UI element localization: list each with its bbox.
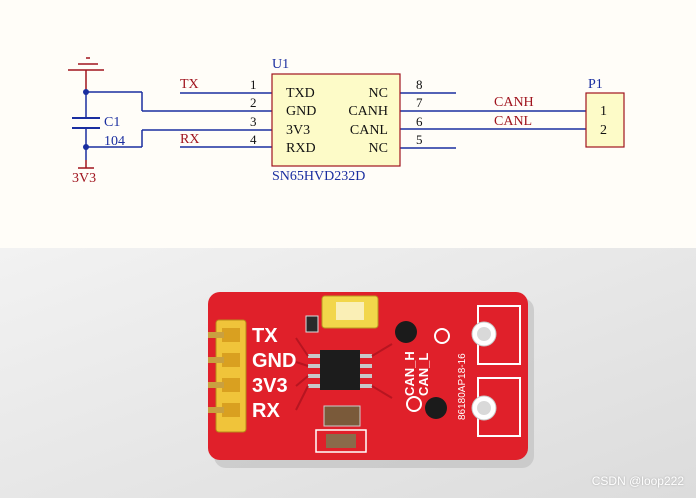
p1-pin1: 1 — [600, 104, 607, 119]
u1-pin7-name: CANH — [348, 104, 388, 119]
u1-pin5-name: NC — [369, 141, 388, 156]
p1-pin2: 2 — [600, 123, 607, 138]
u1-body — [271, 73, 401, 167]
u1-pin4-name: RXD — [286, 141, 316, 156]
p1-ref: P1 — [588, 77, 603, 92]
schematic-panel: 3V3 C1 104 TX RX U1 SN65HVD232D TXD GND … — [0, 0, 696, 248]
pcb-traces — [295, 337, 393, 411]
net-rx-label: RX — [180, 132, 199, 147]
ic-leads — [308, 354, 372, 388]
ground-symbol — [68, 57, 104, 90]
label-rx: RX — [252, 400, 280, 422]
resistor-r — [305, 315, 319, 333]
board-photo: TX GND 3V3 RX CAN_H CAN_L 86180AP18-16 C… — [0, 248, 696, 498]
schematic-svg: 3V3 C1 104 TX RX U1 SN65HVD232D TXD GND … — [68, 57, 625, 186]
test-point-h — [395, 321, 417, 343]
power-symbol — [78, 160, 94, 169]
label-tx: TX — [252, 325, 278, 347]
label-gnd: GND — [252, 350, 296, 372]
c1-value: 104 — [104, 134, 125, 149]
c1-wires — [85, 90, 586, 160]
power-3v3-label: 3V3 — [72, 171, 96, 186]
u1-pin5-num: 5 — [416, 132, 423, 147]
c1-plates — [72, 117, 100, 129]
u1-part: SN65HVD232D — [272, 169, 365, 184]
net-canl-label: CANL — [494, 114, 532, 129]
u1-pin1-name: TXD — [286, 86, 315, 101]
u1-pin3-name: 3V3 — [286, 123, 310, 138]
junction-dots — [83, 89, 89, 150]
u1-pin3-num: 3 — [250, 114, 257, 129]
label-3v3: 3V3 — [252, 375, 288, 397]
u1-pin6-num: 6 — [416, 114, 423, 129]
test-point-l — [425, 397, 447, 419]
u1-pin7-num: 7 — [416, 95, 423, 110]
u1-pin1-num: 1 — [250, 77, 257, 92]
u1-pin8-name: NC — [369, 86, 388, 101]
watermark: CSDN @loop222 — [591, 474, 684, 488]
label-can-h: CAN_H — [402, 351, 417, 396]
u1-pin8-num: 8 — [416, 77, 423, 92]
net-canh-label: CANH — [494, 95, 534, 110]
board-id: 86180AP18-16 — [457, 353, 468, 420]
pin-header — [208, 319, 247, 433]
capacitor-c1 — [323, 405, 361, 427]
u1-pin6-name: CANL — [350, 123, 388, 138]
board-svg: TX GND 3V3 RX CAN_H CAN_L 86180AP18-16 — [0, 248, 696, 498]
c1-ref: C1 — [104, 115, 120, 130]
label-can-l: CAN_L — [416, 353, 431, 396]
u1-pin2-name: GND — [286, 104, 316, 119]
ic-chip — [320, 350, 360, 390]
p1-body — [585, 92, 625, 148]
net-tx-label: TX — [180, 77, 199, 92]
u1-pin2-num: 2 — [250, 95, 257, 110]
u1-pin4-num: 4 — [250, 132, 257, 147]
u1-ref: U1 — [272, 57, 289, 72]
